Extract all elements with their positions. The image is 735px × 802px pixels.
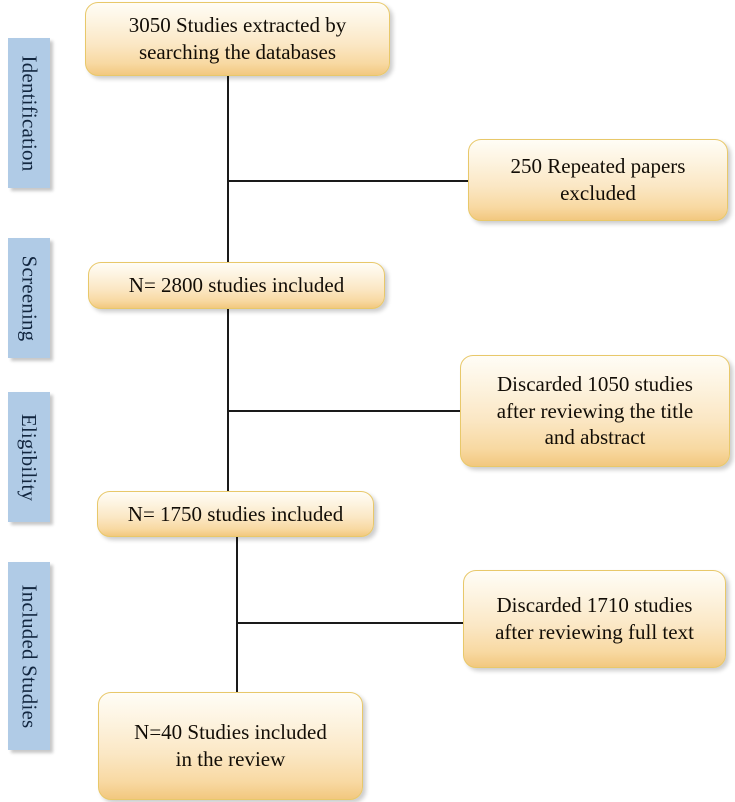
connector-to-fulltext-excluded (236, 622, 466, 624)
stage-label-text: Identification (17, 55, 42, 171)
stage-label-text: Screening (17, 255, 42, 341)
connector-to-title-abstract-excluded (227, 410, 463, 412)
stage-label-eligibility: Eligibility (8, 392, 50, 522)
connector-screening-to-eligibility (227, 309, 229, 493)
connector-eligibility-to-included (236, 537, 238, 694)
stage-label-text: Eligibility (17, 413, 42, 501)
stage-label-included-studies: Included Studies (8, 562, 50, 750)
flow-box-after-title-abstract: N= 1750 studies included (97, 491, 374, 537)
stage-label-screening: Screening (8, 238, 50, 358)
connector-to-duplicates-excluded (227, 180, 470, 182)
flow-box-label: N= 2800 studies included (128, 273, 345, 298)
connector-extracted-to-screening (227, 76, 229, 264)
flow-box-after-duplicates: N= 2800 studies included (88, 262, 385, 309)
stage-label-identification: Identification (8, 38, 50, 188)
stage-label-text: Included Studies (17, 584, 42, 728)
flow-box-label: N= 1750 studies included (127, 501, 344, 526)
